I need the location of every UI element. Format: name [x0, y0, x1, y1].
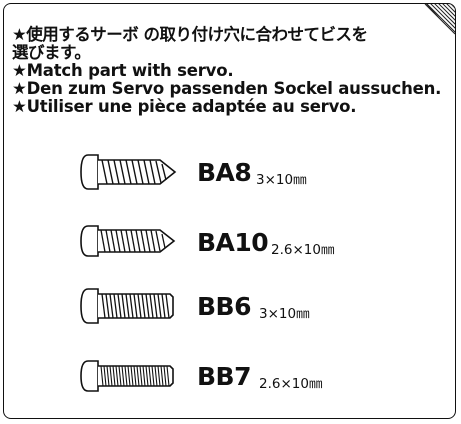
part-row-ba8: BA8 3×10㎜ — [4, 149, 455, 199]
part-code: BA10 — [197, 228, 269, 257]
instruction-text: ★使用するサーボ の取り付け穴に合わせてビスを 選びます。 ★Match par… — [12, 25, 442, 116]
machine-screw-icon — [80, 288, 174, 324]
tapping-screw-icon — [80, 154, 177, 190]
part-row-bb6: BB6 3×10㎜ — [4, 283, 455, 333]
instruction-panel: ★使用するサーボ の取り付け穴に合わせてビスを 選びます。 ★Match par… — [3, 3, 456, 419]
part-code: BB6 — [197, 292, 252, 321]
instruction-jp-line2: 選びます。 — [12, 43, 91, 62]
part-code: BA8 — [197, 158, 252, 187]
part-row-bb7: BB7 2.6×10㎜ — [4, 353, 455, 403]
part-row-ba10: BA10 2.6×10㎜ — [4, 218, 455, 268]
instruction-fr: ★Utiliser une pièce adaptée au servo. — [12, 97, 357, 116]
part-code: BB7 — [197, 362, 252, 391]
corner-hatch-icon — [424, 4, 455, 35]
part-size: 3×10㎜ — [256, 172, 307, 188]
part-size: 2.6×10㎜ — [259, 376, 323, 392]
machine-screw-icon — [80, 360, 174, 392]
instruction-en: ★Match part with servo. — [12, 61, 234, 80]
part-size: 2.6×10㎜ — [271, 242, 335, 258]
instruction-jp-line1: ★使用するサーボ の取り付け穴に合わせてビスを — [12, 25, 368, 44]
part-size: 3×10㎜ — [259, 306, 310, 322]
instruction-de: ★Den zum Servo passenden Sockel aussuche… — [12, 79, 442, 98]
tapping-screw-icon — [80, 225, 176, 257]
